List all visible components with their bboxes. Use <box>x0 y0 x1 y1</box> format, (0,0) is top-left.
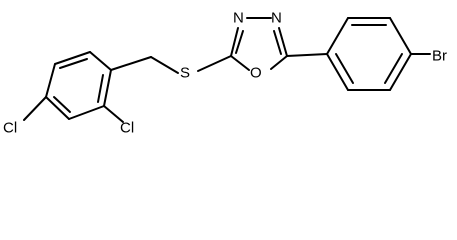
sulfur-methylene-bond <box>150 56 179 74</box>
aryl-oxadiazole-bond <box>286 53 328 57</box>
bond <box>273 30 282 55</box>
bond <box>54 51 91 65</box>
nitrogen-atom-label: N <box>271 10 282 27</box>
aromatic-inner-bond <box>335 53 354 84</box>
bond <box>270 55 288 70</box>
bond <box>68 105 105 120</box>
bond <box>278 27 288 57</box>
bond <box>230 27 239 57</box>
aromatic-inner-bond <box>59 58 88 69</box>
bond <box>389 17 412 55</box>
bond <box>235 30 244 54</box>
carbon-chlorine-bond-ortho <box>103 105 124 123</box>
carbon-chlorine-bond-para <box>23 96 47 121</box>
aromatic-inner-bond <box>97 74 104 103</box>
methylene-ring-bond <box>110 56 152 71</box>
oxadiazole-ring <box>230 17 288 71</box>
aromatic-inner-bond <box>384 53 403 84</box>
aromatic-inner-bond <box>53 96 71 113</box>
dichlorophenyl-ring <box>45 51 112 120</box>
chlorine-atom-label-para: Cl <box>3 120 17 137</box>
chlorine-atom-label-ortho: Cl <box>120 120 134 137</box>
nitrogen-atom-label: N <box>233 10 244 27</box>
bond <box>389 53 412 91</box>
bond <box>326 53 349 91</box>
sulfur-atom-label: S <box>180 65 190 82</box>
bond <box>326 17 349 55</box>
oxadiazole-sulfur-bond <box>197 55 232 72</box>
bond <box>45 96 70 120</box>
oxygen-atom-label: O <box>250 65 262 82</box>
bromine-atom-label: Br <box>432 48 447 65</box>
bond <box>230 55 250 71</box>
molecule-structure-diagram: N N O S Br Cl Cl <box>3 10 447 137</box>
bond <box>89 51 112 71</box>
bond <box>103 69 112 107</box>
bond <box>45 63 56 98</box>
bromophenyl-ring <box>326 17 412 91</box>
